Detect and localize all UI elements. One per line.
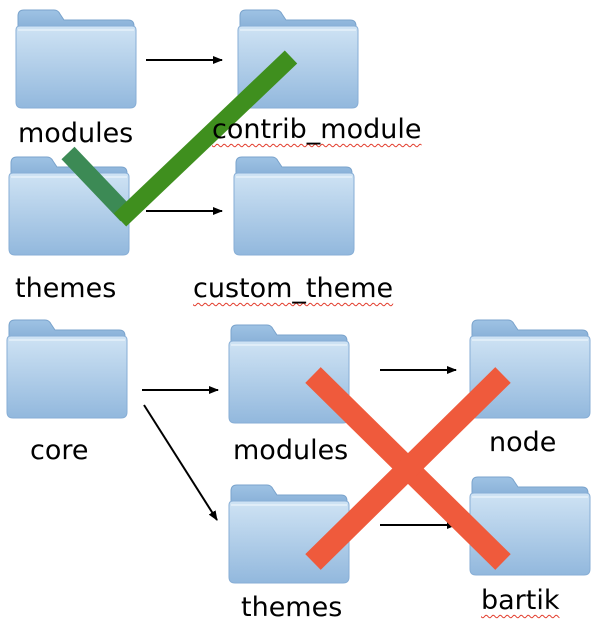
core-label: core [30, 435, 89, 466]
custom-theme-label: custom_theme [193, 273, 394, 304]
arrow-down-right-icon [143, 404, 218, 521]
themes-label: themes [15, 273, 117, 304]
core-modules-label: modules [233, 435, 349, 466]
bartik-label: bartik [481, 585, 560, 616]
core-themes-label: themes [241, 592, 343, 623]
modules-folder-icon [15, 9, 137, 109]
modules-label: modules [18, 118, 134, 149]
checkmark-icon [61, 50, 298, 227]
cross-icon [305, 367, 511, 570]
core-modules-folder-icon [228, 324, 350, 424]
contrib-module-label: contrib_module [212, 114, 422, 145]
node-label: node [489, 427, 557, 458]
core-folder-icon [6, 319, 128, 419]
custom-theme-folder-icon [233, 156, 355, 256]
